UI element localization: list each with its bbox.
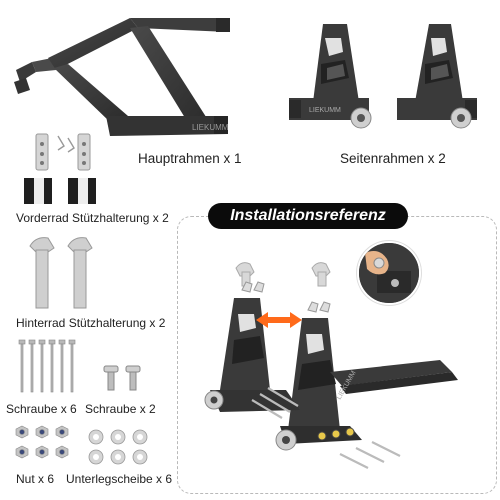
screw-short-image xyxy=(103,365,141,391)
washer-image xyxy=(88,429,148,465)
rear-support-image xyxy=(29,237,93,309)
screw-short-label: Schraube x 2 xyxy=(85,402,156,416)
direction-arrow xyxy=(256,312,302,328)
assembled-stand-image: LIEKUMM xyxy=(204,262,458,469)
front-support-label: Vorderrad Stützhalterung x 2 xyxy=(16,211,169,225)
screw-long-label: Schraube x 6 xyxy=(6,402,77,416)
side-frames-image: LIEKUMM xyxy=(289,24,477,129)
screw-long-image xyxy=(18,339,76,393)
installation-detail-inset xyxy=(357,241,421,305)
main-frame-image: LIEKUMM xyxy=(14,18,230,136)
front-support-image xyxy=(24,133,96,204)
side-frame-label: Seitenrahmen x 2 xyxy=(340,151,446,166)
main-frame-brand: LIEKUMM xyxy=(192,123,229,132)
main-frame-label: Hauptrahmen x 1 xyxy=(138,151,242,166)
side-frame-brand: LIEKUMM xyxy=(309,107,341,114)
rear-support-label: Hinterrad Stützhalterung x 2 xyxy=(16,316,166,330)
nut-image xyxy=(15,425,69,459)
washer-label: Unterlegscheibe x 6 xyxy=(66,472,173,486)
installation-reference-banner: Installationsreferenz xyxy=(208,203,408,229)
nut-label: Nut x 6 xyxy=(16,472,55,486)
